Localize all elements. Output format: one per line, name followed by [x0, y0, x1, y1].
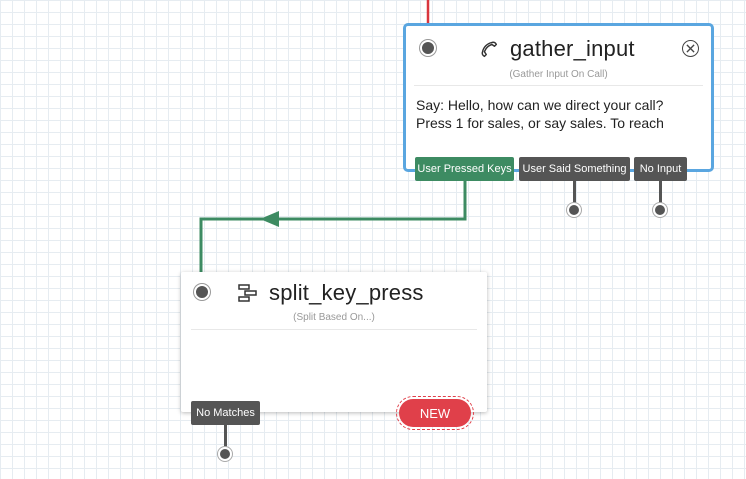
split-icon [237, 282, 259, 304]
widget-split-key-press[interactable]: split_key_press (Split Based On...) [181, 272, 487, 412]
transition-user-pressed-keys[interactable]: User Pressed Keys [415, 157, 514, 181]
widget-subtitle: (Gather Input On Call) [509, 69, 608, 80]
divider [191, 329, 477, 330]
output-port-user-said-something[interactable] [567, 203, 581, 217]
say-text: Say: Hello, how can we direct your call?… [416, 97, 664, 131]
divider [414, 85, 703, 86]
output-port-no-input[interactable] [653, 203, 667, 217]
transition-no-matches[interactable]: No Matches [191, 401, 260, 425]
transition-user-said-something[interactable]: User Said Something [519, 157, 630, 181]
input-port[interactable] [420, 40, 436, 56]
widget-title: gather_input [510, 36, 635, 61]
output-port-no-matches[interactable] [218, 447, 232, 461]
widget-title: split_key_press [269, 280, 424, 305]
transition-stem [659, 181, 662, 203]
transition-stem [573, 181, 576, 203]
transition-no-input[interactable]: No Input [634, 157, 687, 181]
phone-icon [478, 38, 500, 60]
widget-gather-input[interactable]: gather_input (Gather Input On Call) Say:… [403, 23, 714, 172]
connection-wire[interactable] [199, 180, 467, 291]
connection-arrow-icon [260, 211, 279, 227]
transition-stem [224, 425, 227, 447]
input-port[interactable] [194, 284, 210, 300]
close-circle-icon[interactable] [682, 40, 699, 57]
widget-subtitle: (Split Based On...) [293, 312, 375, 323]
new-transition-button[interactable]: NEW [396, 396, 474, 430]
